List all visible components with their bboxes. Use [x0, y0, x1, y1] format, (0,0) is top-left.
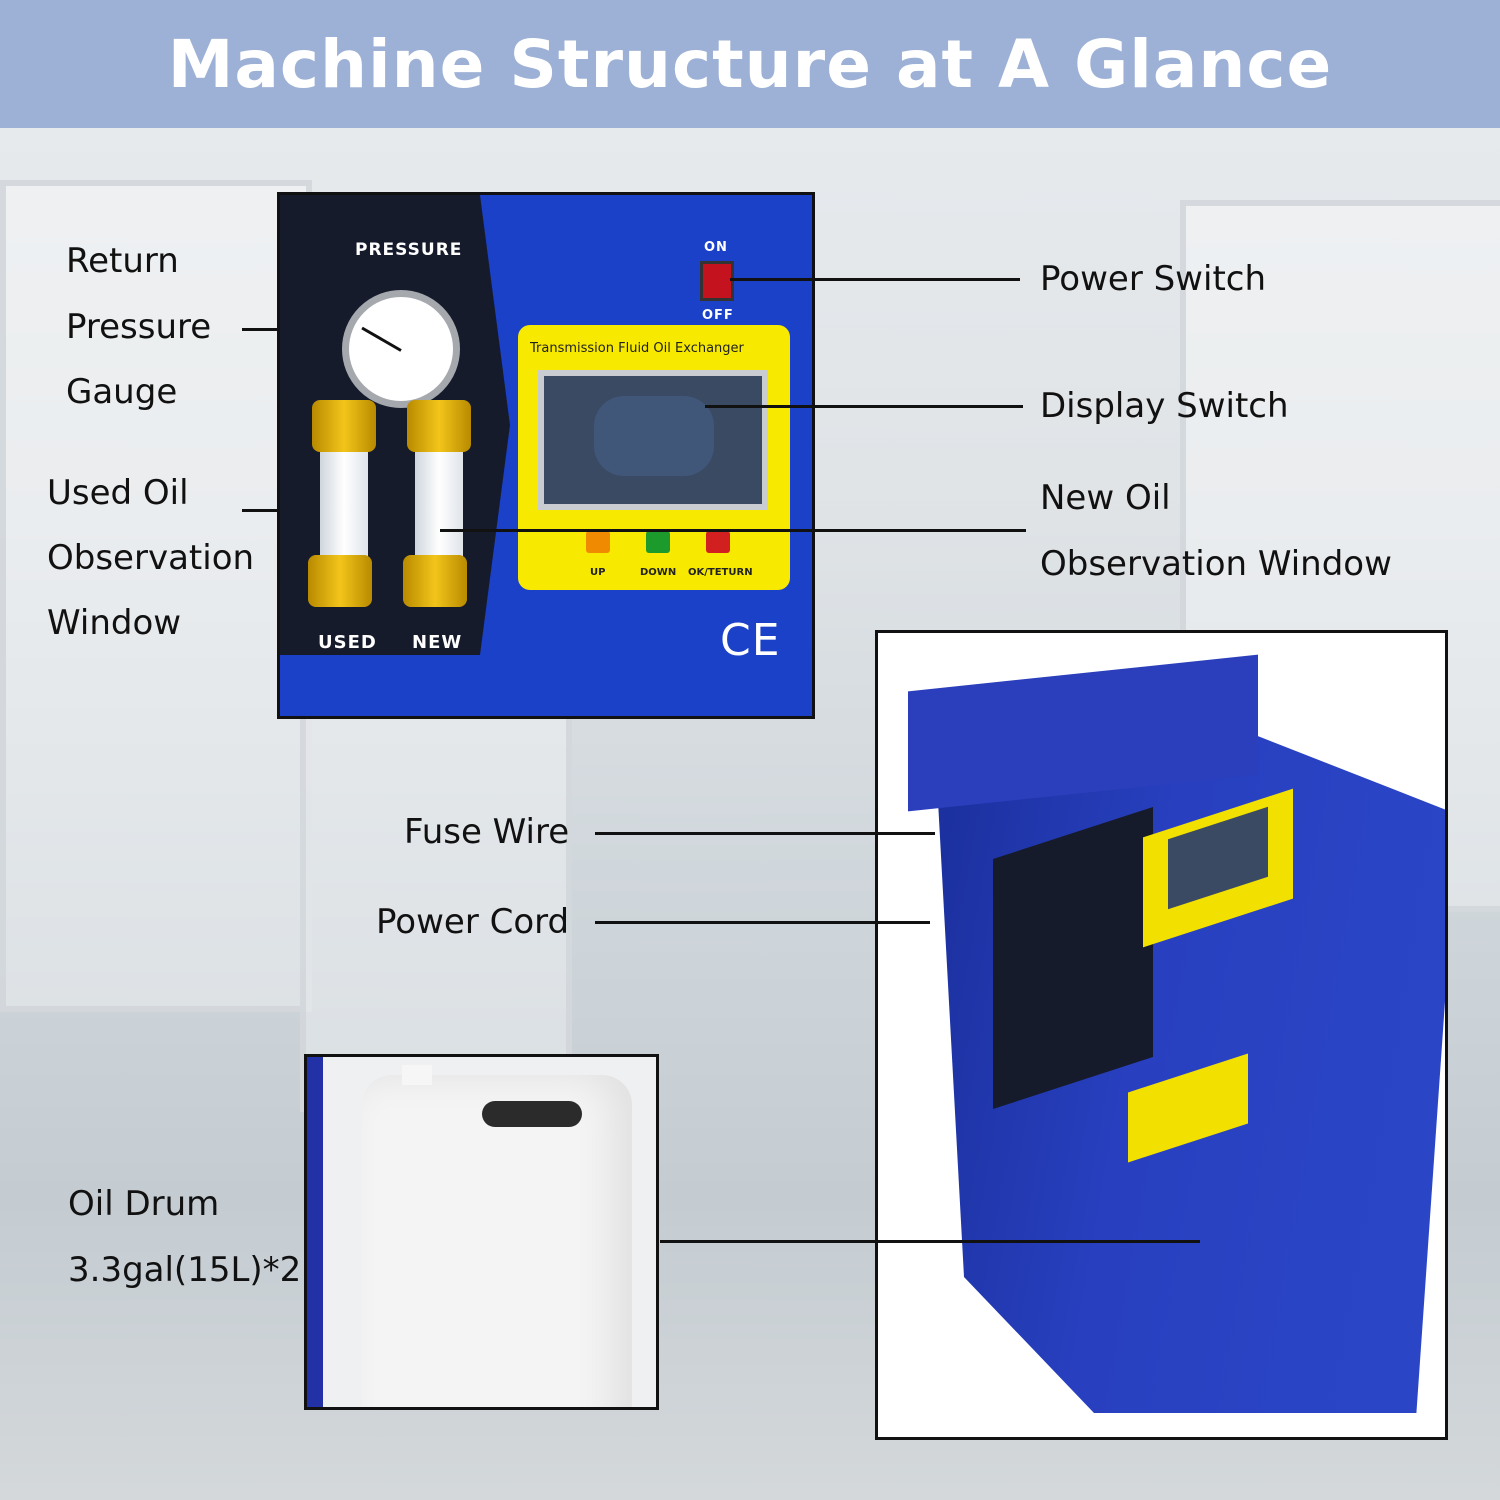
machine-full-view: [875, 630, 1448, 1440]
machine-panel-dark: [993, 807, 1153, 1109]
new-oil-tube: [415, 435, 463, 565]
label-return: Return: [66, 241, 179, 281]
leader-line-display-switch: [705, 405, 1023, 408]
label-window: Window: [47, 603, 182, 643]
label-power-cord: Power Cord: [376, 902, 570, 942]
ok-button-icon: [706, 531, 730, 553]
ok-text: OK/TETURN: [688, 567, 753, 578]
display-screen: [538, 370, 768, 510]
label-used-oil: Used Oil: [47, 473, 189, 513]
panel-dark-section: [280, 195, 510, 655]
label-display-switch: Display Switch: [1040, 386, 1289, 426]
leader-line-oil-drum: [660, 1240, 1200, 1243]
power-switch-icon: [700, 261, 734, 301]
used-tube-bottom-collar: [308, 555, 372, 607]
leader-line-power-cord: [595, 921, 930, 924]
down-text: DOWN: [640, 567, 677, 578]
label-observation: Observation: [47, 538, 255, 578]
up-button-icon: [586, 531, 610, 553]
pressure-gauge-icon: [342, 290, 460, 408]
new-tube-top-collar: [407, 400, 471, 452]
oil-drum-icon: [362, 1065, 632, 1407]
oil-drum-closeup: [304, 1054, 659, 1410]
off-text: OFF: [702, 308, 734, 323]
used-text: USED: [318, 632, 377, 653]
used-oil-tube: [320, 435, 368, 565]
label-oil-drum: Oil Drum: [68, 1184, 220, 1224]
on-text: ON: [704, 240, 728, 255]
display-label-plate: Transmission Fluid Oil Exchanger UP DOWN…: [518, 325, 790, 590]
pressure-text: PRESSURE: [355, 240, 463, 260]
leader-line-fuse-wire: [595, 832, 935, 835]
up-text: UP: [590, 567, 606, 578]
label-new-oil-window: Observation Window: [1040, 544, 1392, 584]
leader-line-new-oil: [440, 529, 1026, 532]
leader-line-power-switch: [730, 278, 1020, 281]
control-panel-closeup: PRESSURE USED NEW ON OFF Transmission Fl…: [277, 192, 815, 719]
title-banner: Machine Structure at A Glance: [0, 0, 1500, 128]
label-fuse-wire: Fuse Wire: [404, 812, 570, 852]
label-new-oil: New Oil: [1040, 478, 1171, 518]
label-gauge: Gauge: [66, 372, 178, 412]
new-text: NEW: [412, 632, 463, 653]
label-pressure: Pressure: [66, 307, 212, 347]
ce-mark: CE: [720, 615, 781, 666]
used-tube-top-collar: [312, 400, 376, 452]
brand-text: Transmission Fluid Oil Exchanger: [530, 341, 744, 356]
label-power-switch: Power Switch: [1040, 259, 1267, 299]
new-tube-bottom-collar: [403, 555, 467, 607]
page-title: Machine Structure at A Glance: [167, 25, 1333, 103]
label-oil-drum-capacity: 3.3gal(15L)*2: [68, 1250, 302, 1290]
down-button-icon: [646, 531, 670, 553]
